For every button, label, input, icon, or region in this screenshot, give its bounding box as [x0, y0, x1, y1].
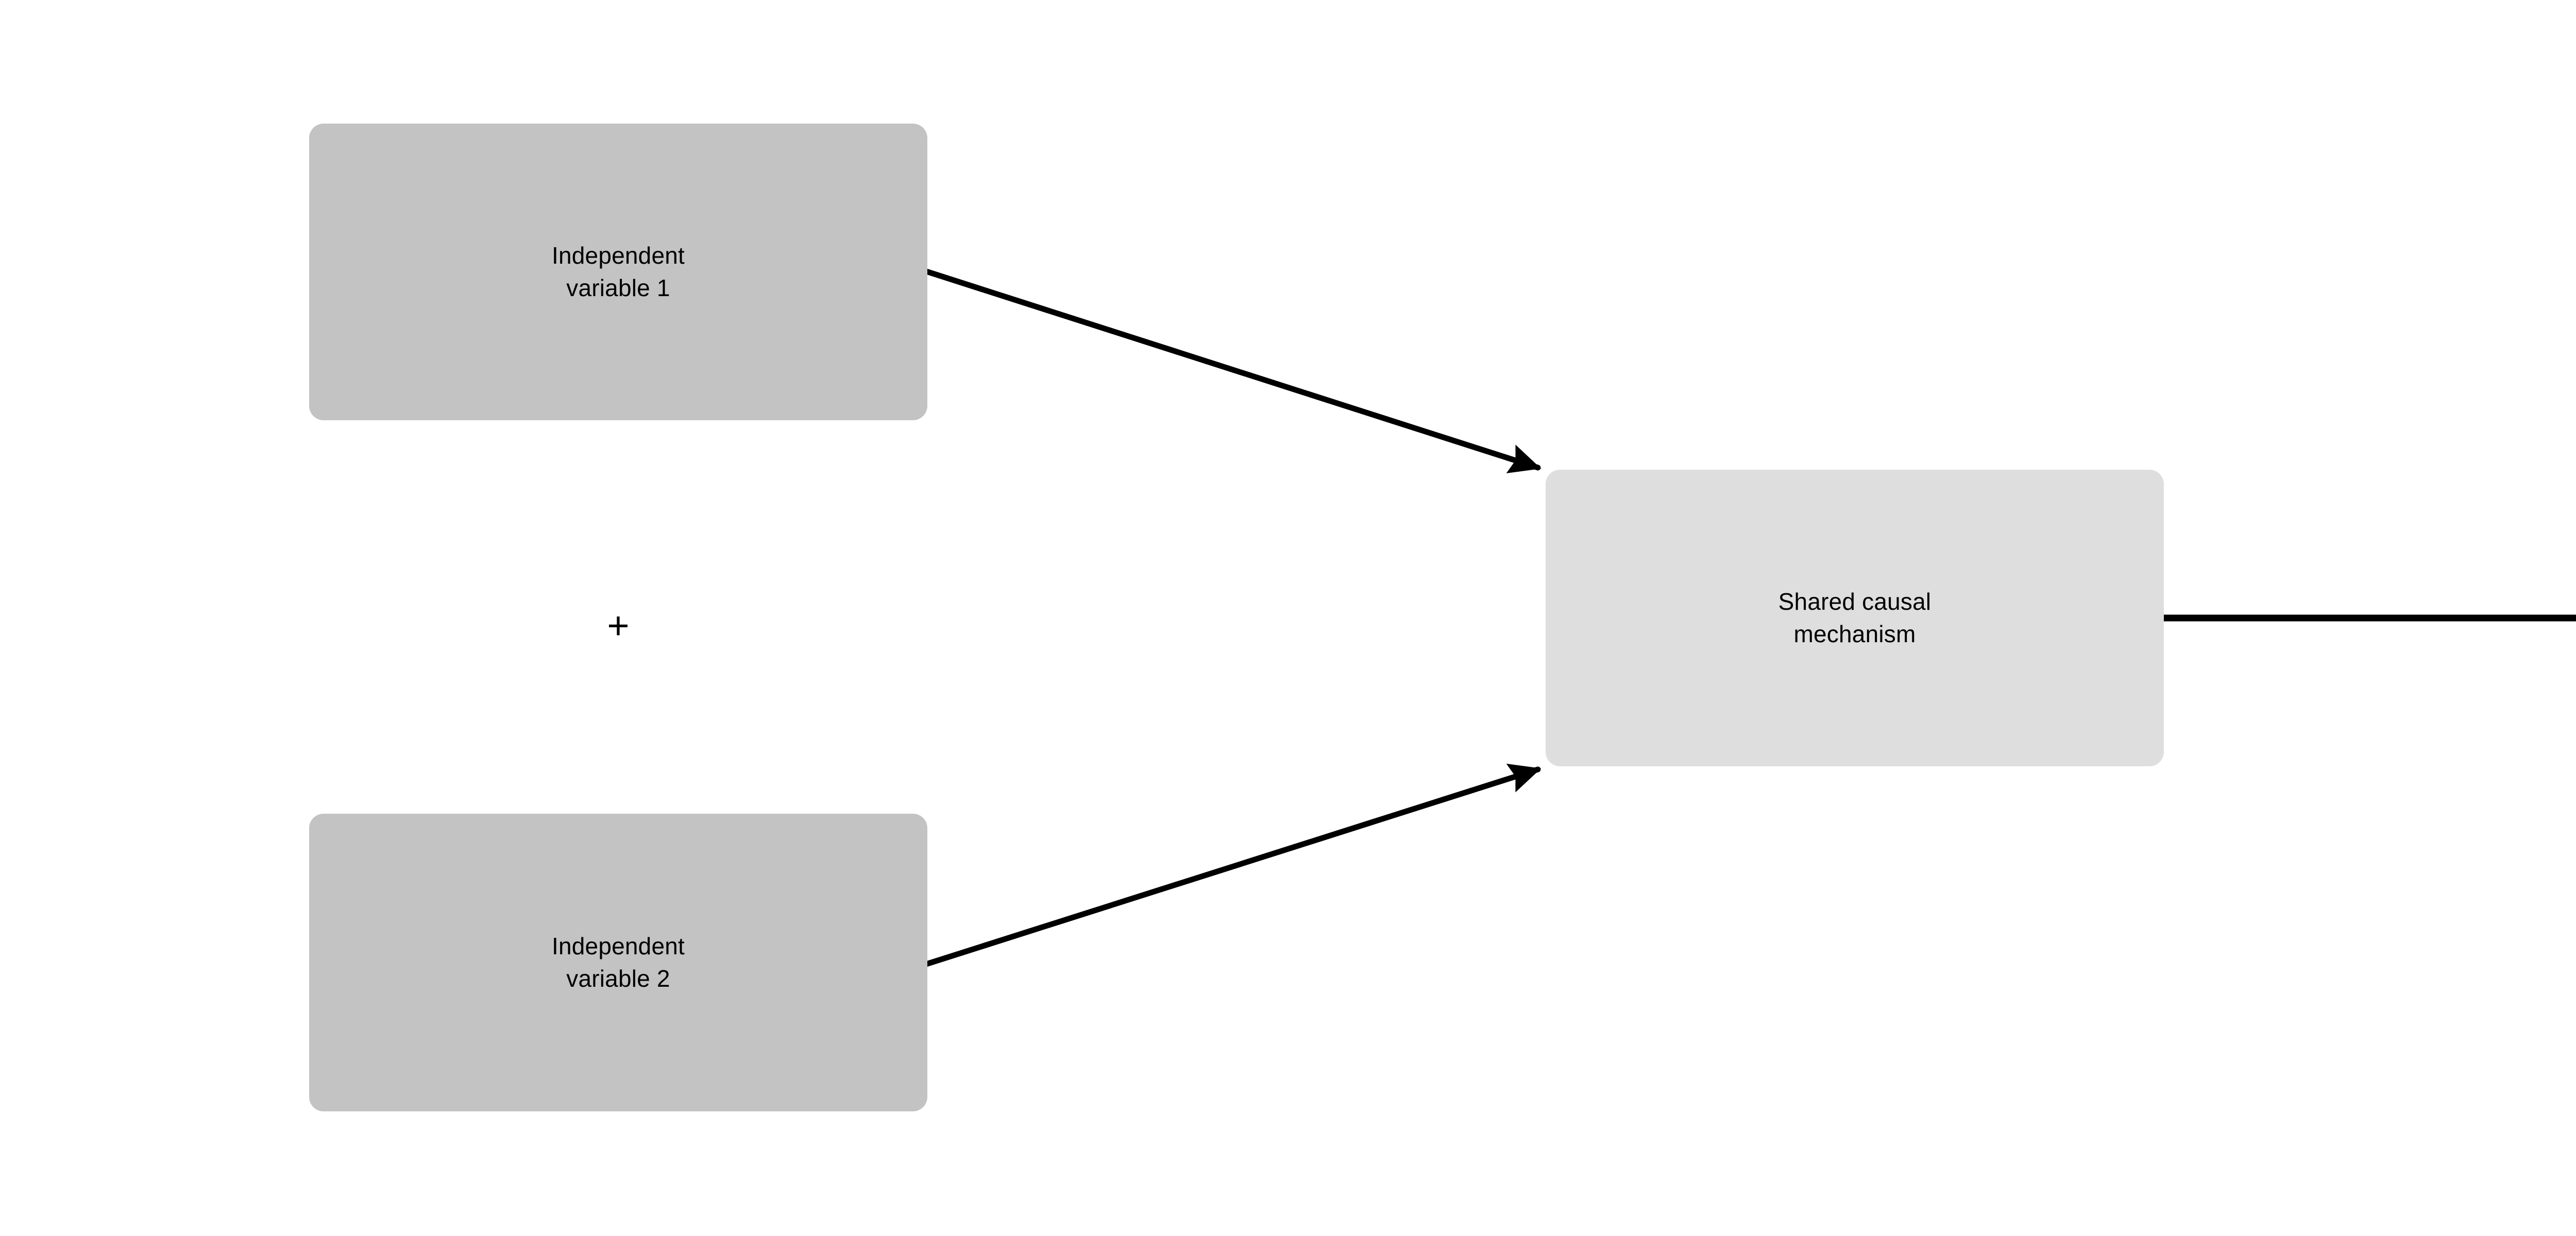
node-independent-variable-2[interactable]: Independent variable 2 — [309, 814, 927, 1111]
edge-iv1-to-mechanism — [923, 268, 1541, 473]
node-label-shared-causal-mechanism: Shared causal mechanism — [1778, 588, 1931, 647]
plus-operator-symbol: + — [607, 604, 630, 647]
node-label-independent-variable-2: Independent variable 2 — [551, 932, 685, 992]
node-shared-causal-mechanism[interactable]: Shared causal mechanism — [1546, 470, 2164, 766]
edge-iv2-to-mechanism — [923, 763, 1541, 967]
node-label-independent-variable-1: Independent variable 1 — [551, 242, 685, 301]
node-independent-variable-1[interactable]: Independent variable 1 — [309, 124, 927, 420]
